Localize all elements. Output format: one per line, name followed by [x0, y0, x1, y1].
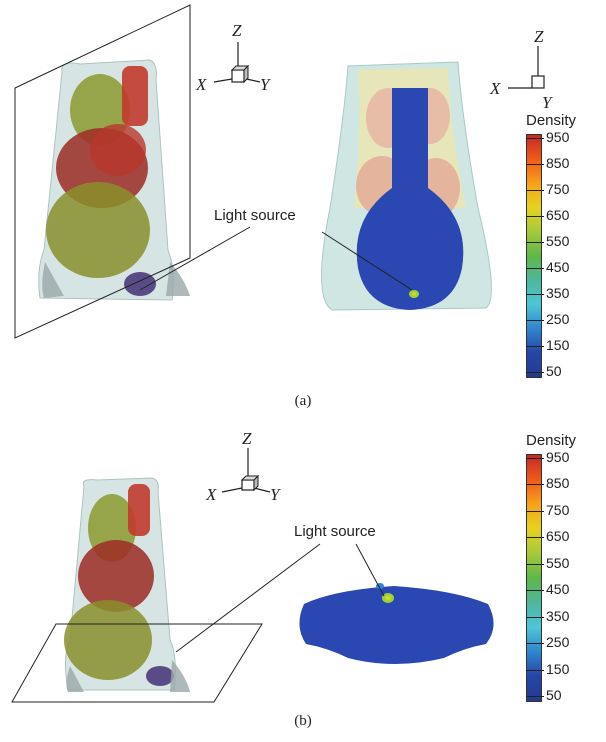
panel-b: Z X Y Light source Density 950 850 750 650 5… [0, 420, 606, 742]
axis-label-x: X [489, 79, 501, 98]
colorbar-title: Density [526, 432, 577, 449]
colorbar-tick-label: 550 [546, 554, 570, 571]
colorbar-tick-label: 850 [546, 475, 570, 492]
colorbar-tick-label: 750 [546, 501, 570, 518]
colorbar-tick-mark [526, 669, 544, 671]
colorbar-tick-label: 250 [546, 311, 570, 327]
colorbar-tick-mark [526, 484, 544, 486]
colorbar-title: Density [526, 112, 577, 129]
colorbar-tick-label: 450 [546, 259, 570, 275]
mouse-anatomy-render-b [11, 477, 263, 703]
axis-label-z: Z [242, 429, 252, 448]
colorbar-tick-label: 650 [546, 528, 570, 545]
light-source-label: Light source [294, 523, 376, 540]
colorbar-tick-mark [526, 242, 544, 243]
colorbar-tick-label: 250 [546, 634, 570, 651]
colorbar-a [526, 134, 542, 378]
colorbar-tick-mark [526, 696, 544, 697]
axis-label-y: Y [542, 93, 553, 112]
colorbar-tick-mark [526, 320, 544, 321]
light-source-leaders-b [175, 543, 385, 653]
colorbar-tick-label: 950 [546, 449, 570, 465]
caption-b: (b) [294, 713, 312, 729]
colorbar-tick-mark [526, 138, 544, 139]
mouse-anatomy-render-a [14, 4, 191, 339]
colorbar-tick-label: 850 [546, 155, 570, 171]
colorbar-tick-mark [526, 164, 544, 165]
axis-triad-b: Z X Y [205, 429, 281, 504]
colorbar-tick-mark [526, 190, 544, 191]
density-section-render-a [320, 61, 492, 311]
colorbar-tick-mark [526, 294, 544, 295]
colorbar-tick-mark [526, 346, 544, 347]
axis-label-y: Y [270, 485, 281, 504]
axis-label-x: X [205, 485, 217, 504]
colorbar-tick-mark [526, 643, 544, 645]
colorbar-tick-mark [526, 216, 544, 217]
colorbar-tick-label: 150 [546, 660, 570, 677]
colorbar-tick-mark [526, 590, 544, 592]
caption-a: (a) [294, 393, 312, 409]
colorbar-tick-label: 550 [546, 233, 570, 249]
colorbar-tick-mark [526, 563, 544, 565]
axis-triad-left-a: Z X Y [195, 21, 271, 94]
axis-label-x: X [195, 75, 207, 94]
colorbar-tick-mark [526, 510, 544, 512]
colorbar-tick-mark [526, 458, 544, 459]
colorbar-tick-mark [526, 372, 544, 373]
colorbar-tick-label: 50 [546, 363, 562, 379]
axis-label-z: Z [534, 27, 544, 46]
colorbar-tick-label: 750 [546, 181, 570, 197]
colorbar-b [526, 454, 542, 702]
colorbar-tick-label: 650 [546, 207, 570, 223]
light-source-leaders-a [139, 226, 413, 291]
axis-label-z: Z [232, 21, 242, 40]
light-source-label: Light source [214, 207, 296, 224]
colorbar-tick-label: 350 [546, 285, 570, 301]
axis-triad-right-a: Z X Y [489, 27, 553, 112]
density-section-render-b [299, 583, 494, 664]
colorbar-tick-mark [526, 537, 544, 539]
axis-label-y: Y [260, 75, 271, 94]
colorbar-tick-label: 950 [546, 129, 570, 145]
colorbar-tick-label: 150 [546, 337, 570, 353]
colorbar-tick-mark [526, 616, 544, 618]
colorbar-tick-mark [526, 268, 544, 269]
panel-a: Z X Y Z X Y Light source Density 950 850 7… [14, 4, 577, 409]
colorbar-tick-label: 450 [546, 581, 570, 598]
colorbar-tick-label: 50 [546, 687, 562, 703]
colorbar-tick-label: 350 [546, 607, 570, 624]
